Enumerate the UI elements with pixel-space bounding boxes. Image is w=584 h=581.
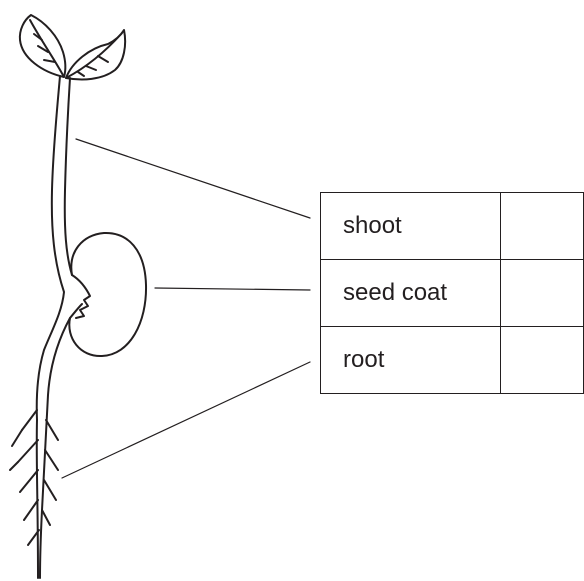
table-row: root: [321, 327, 584, 394]
leader-line-seed-coat: [155, 288, 310, 290]
leader-line-shoot: [76, 139, 310, 218]
label-shoot: shoot: [321, 193, 501, 260]
answer-box-root[interactable]: [500, 327, 583, 394]
label-root: root: [321, 327, 501, 394]
table-row: shoot: [321, 193, 584, 260]
root-system: [10, 318, 70, 578]
answer-box-seed-coat[interactable]: [500, 260, 583, 327]
shoot-stem: [37, 76, 72, 420]
table-row: seed coat: [321, 260, 584, 327]
label-seed-coat: seed coat: [321, 260, 501, 327]
left-leaf: [20, 15, 66, 77]
right-leaf: [66, 30, 125, 79]
leader-line-root: [62, 362, 310, 478]
seed-coat-shape: [69, 233, 146, 356]
answer-box-shoot[interactable]: [500, 193, 583, 260]
label-table: shoot seed coat root: [320, 192, 584, 394]
